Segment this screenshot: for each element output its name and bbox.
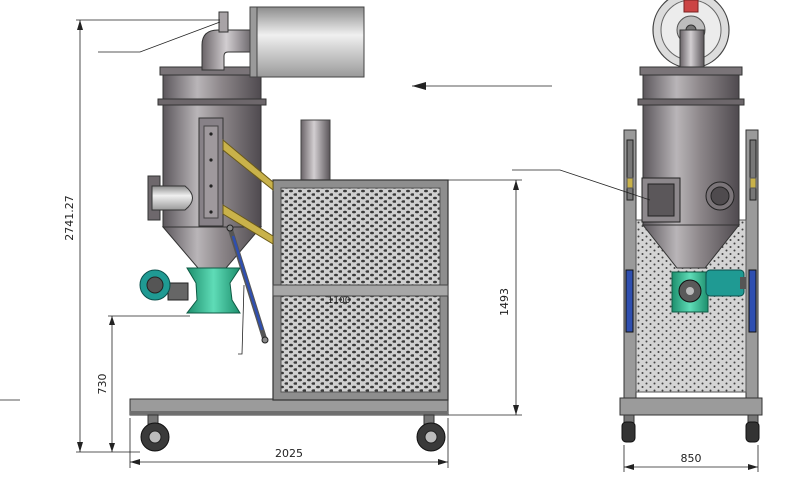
cabinet-panel-lower	[280, 295, 441, 393]
leader-door	[512, 169, 651, 201]
dim-total-length: 2025	[275, 447, 303, 460]
front-cyclone-lid	[639, 66, 743, 76]
fan-duct	[249, 6, 365, 78]
dim-base-height: 730	[96, 374, 109, 395]
caster-left	[140, 414, 170, 452]
brace-lower	[222, 204, 274, 245]
leader-pipe	[98, 21, 221, 53]
front-cyclone-cone	[641, 224, 741, 269]
chimney	[300, 119, 331, 183]
dimension-annotations: 2741.27 730 1493 2025 850	[0, 19, 759, 472]
front-view	[619, 0, 763, 443]
inlet-pipe	[201, 29, 257, 71]
front-cyclone-flange	[637, 98, 745, 106]
dim-total-height: 2741.27	[63, 195, 76, 241]
rotary-valve	[185, 267, 241, 314]
front-motor	[705, 269, 745, 297]
side-view: 1100	[129, 6, 449, 452]
duct-flange	[249, 6, 258, 78]
valve-shaft	[167, 282, 189, 301]
cyclone-cone	[161, 226, 263, 269]
front-base	[619, 397, 763, 416]
dim-panel-height: 1493	[498, 288, 511, 316]
front-caster-right	[745, 414, 760, 443]
dim-total-width: 850	[681, 452, 702, 465]
brace-upper	[222, 138, 274, 192]
cylinder-right	[748, 269, 757, 333]
fan-outlet	[683, 0, 699, 13]
cyclone-flange	[157, 98, 267, 106]
leader-valve	[238, 284, 245, 355]
cabinet-panel-upper	[280, 187, 441, 286]
cabinet-divider	[272, 284, 449, 297]
cylinder-left	[625, 269, 634, 333]
caster-right	[416, 414, 446, 452]
pipe-cap	[218, 11, 229, 33]
base-rail	[130, 411, 448, 415]
front-caster-left	[621, 414, 636, 443]
side-inlet	[151, 185, 193, 211]
front-pipe	[679, 29, 705, 71]
panel-marking: 1100	[328, 296, 351, 306]
